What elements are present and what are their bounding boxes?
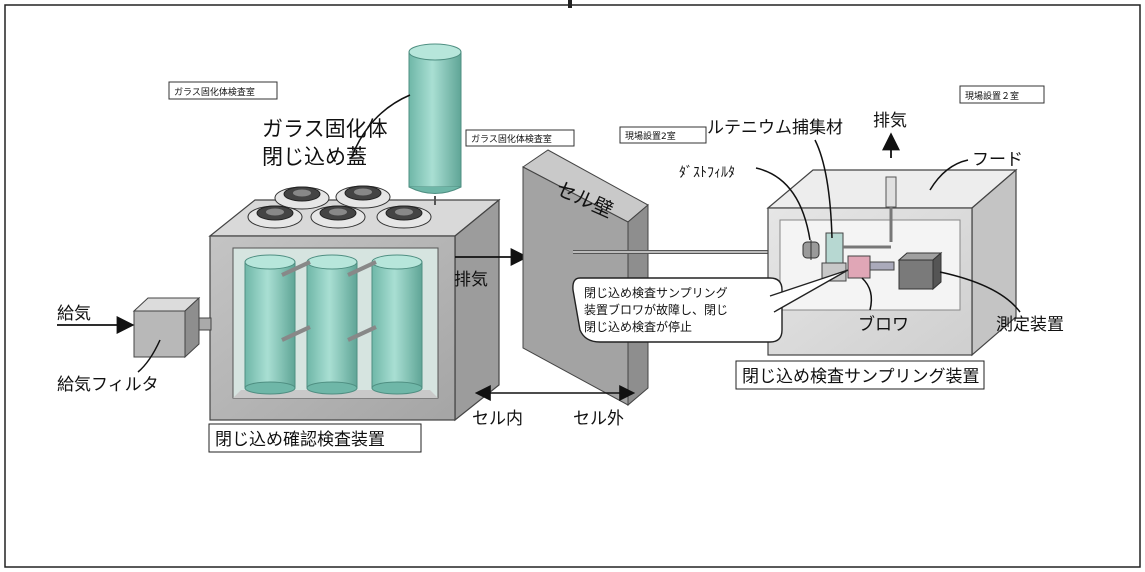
measuring-device-part: [897, 251, 943, 291]
callout-line2: 装置ブロワが故障し、閉じ: [584, 302, 728, 317]
supply-filter-label: 給気フィルタ: [57, 375, 159, 395]
sampling-device-title-box: 閉じ込め検査サンプリング装置: [735, 360, 985, 390]
cap: [247, 205, 303, 229]
glass-cap-leader: [351, 94, 411, 157]
room-label-site-mid: 現場設置2室: [619, 126, 707, 144]
cell-inside-label: セル内: [472, 409, 523, 429]
failure-callout: 閉じ込め検査サンプリング 装置ブロワが故障し、閉じ 閉じ込め検査が停止: [572, 269, 849, 343]
dust-filter-leader: [755, 167, 811, 241]
supply-air-label: 給気: [57, 304, 91, 324]
canister: [306, 254, 358, 395]
room-label-text: 現場設置2室: [625, 130, 676, 142]
measuring-device-leader: [939, 271, 1021, 313]
callout-line1: 閉じ込め検査サンプリング: [584, 286, 728, 300]
supply-filter-unit: [132, 296, 212, 359]
hood-label: フード: [972, 150, 1023, 170]
cap-group: [247, 185, 432, 229]
dust-filter-part: [802, 240, 820, 260]
containment-check-title-box: 閉じ込め確認検査装置: [208, 423, 422, 453]
sampling-device-title: 閉じ込め検査サンプリング装置: [742, 367, 980, 387]
room-label-text: 現場設置２室: [965, 90, 1019, 102]
blower-leader: [861, 277, 873, 311]
exhaust-top-label: 排気: [873, 111, 907, 131]
exhaust-stack: [885, 176, 897, 208]
room-label-text: ガラス固化体検査室: [174, 86, 255, 98]
ruthenium-leader: [814, 139, 833, 239]
canister: [244, 254, 296, 395]
cap: [274, 186, 330, 210]
callout-line3: 閉じ込め検査が停止: [584, 319, 692, 334]
exhaust-mid-label: 排気: [454, 270, 488, 290]
hanging-canister: [408, 43, 462, 205]
measuring-device-label: 測定装置: [996, 315, 1064, 335]
blower-part: [847, 255, 895, 279]
ruthenium-label: ルテニウム捕集材: [707, 118, 843, 138]
cap: [376, 205, 432, 229]
room-label-glass-left: ガラス固化体検査室: [168, 81, 278, 100]
room-label-glass-mid: ガラス固化体検査室: [465, 129, 575, 147]
glass-cap-label-line1: ガラス固化体: [262, 117, 388, 141]
cell-outside-label: セル外: [573, 409, 624, 429]
supply-filter-leader: [137, 339, 161, 373]
cap: [335, 185, 391, 209]
glass-cap-label-line2: 閉じ込め蓋: [262, 145, 367, 169]
room-label-text: ガラス固化体検査室: [471, 133, 552, 145]
canister-group: [244, 254, 423, 395]
blower-label: ブロワ: [858, 314, 909, 335]
containment-check-title: 閉じ込め確認検査装置: [215, 430, 385, 450]
top-divider-mark: [568, 0, 572, 8]
dust-filter-label: ﾀﾞｽﾄﾌｨﾙﾀ: [679, 165, 735, 181]
canister: [371, 254, 423, 395]
room-label-site-right: 現場設置２室: [959, 85, 1045, 104]
cap: [310, 205, 366, 229]
hood-leader: [929, 159, 969, 191]
